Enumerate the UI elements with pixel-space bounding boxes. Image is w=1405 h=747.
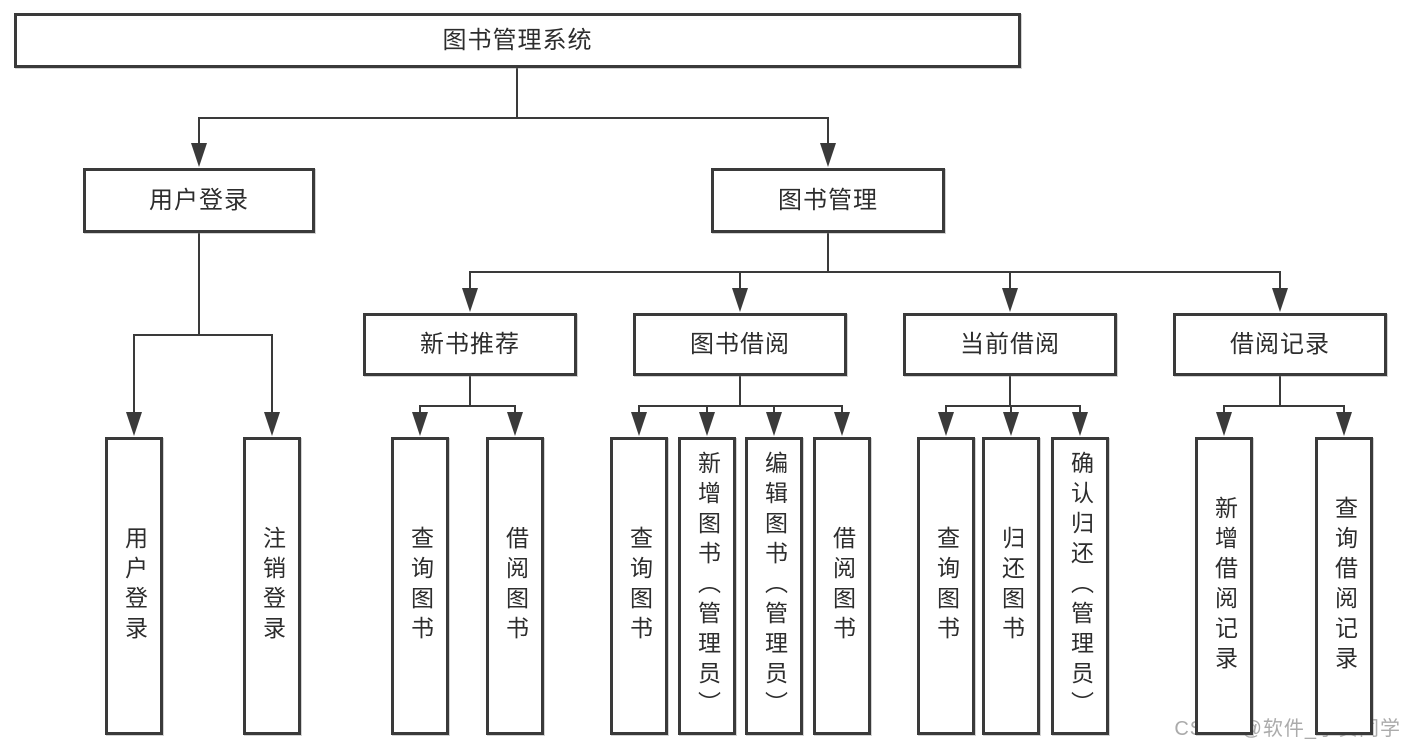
connector-line [945, 405, 1081, 407]
arrow-down-icon [1003, 412, 1019, 436]
arrow-down-icon [732, 288, 748, 312]
arrow-down-icon [631, 412, 647, 436]
node-user-login: 用户登录 [83, 168, 315, 233]
node-user-login-leaf: 用户登录 [105, 437, 163, 735]
node-user-login-leaf-label: 用户登录 [121, 526, 148, 646]
node-query-books-recommend: 查询图书 [391, 437, 449, 735]
node-current-borrowing: 当前借阅 [903, 313, 1117, 376]
connector-line [469, 271, 471, 298]
node-library-system-label: 图书管理系统 [442, 26, 593, 54]
arrow-down-icon [938, 412, 954, 436]
arrow-down-icon [834, 412, 850, 436]
arrow-down-icon [1002, 288, 1018, 312]
connector-line [198, 117, 200, 151]
node-confirm-return-admin: 确认归还（管理员） [1051, 437, 1109, 735]
node-confirm-return-admin-label: 确认归还（管理员） [1067, 451, 1094, 721]
connector-line [516, 67, 518, 119]
node-query-books-current: 查询图书 [917, 437, 975, 735]
connector-line [133, 334, 135, 421]
node-edit-books-admin: 编辑图书（管理员） [745, 437, 803, 735]
node-query-books-current-label: 查询图书 [933, 526, 960, 646]
arrow-down-icon [191, 143, 207, 167]
arrow-down-icon [1072, 412, 1088, 436]
node-logout: 注销登录 [243, 437, 301, 735]
node-book-borrowing-label: 图书借阅 [690, 330, 790, 358]
node-add-borrow-record: 新增借阅记录 [1195, 437, 1253, 735]
connector-line [1223, 405, 1345, 407]
connector-line [469, 271, 1281, 273]
node-edit-books-admin-label: 编辑图书（管理员） [761, 451, 788, 721]
node-add-books-admin-label: 新增图书（管理员） [694, 451, 721, 721]
arrow-down-icon [699, 412, 715, 436]
connector-line [827, 117, 829, 151]
arrow-down-icon [264, 412, 280, 436]
arrow-down-icon [507, 412, 523, 436]
connector-line [133, 334, 273, 336]
connector-line [638, 405, 843, 407]
node-borrow-books-recommend: 借阅图书 [486, 437, 544, 735]
node-borrowing-records: 借阅记录 [1173, 313, 1387, 376]
connector-line [1009, 375, 1011, 407]
connector-line [1279, 375, 1281, 407]
node-borrow-books-borrowing-label: 借阅图书 [829, 526, 856, 646]
node-logout-label: 注销登录 [259, 526, 286, 646]
node-query-books-borrowing-label: 查询图书 [626, 526, 653, 646]
node-current-borrowing-label: 当前借阅 [960, 330, 1060, 358]
node-add-borrow-record-label: 新增借阅记录 [1211, 496, 1238, 676]
arrow-down-icon [412, 412, 428, 436]
connector-line [198, 117, 829, 119]
node-book-management: 图书管理 [711, 168, 945, 233]
node-return-books: 归还图书 [982, 437, 1040, 735]
arrow-down-icon [820, 143, 836, 167]
arrow-down-icon [462, 288, 478, 312]
node-new-book-recommend-label: 新书推荐 [420, 330, 520, 358]
node-book-borrowing: 图书借阅 [633, 313, 847, 376]
connector-line [271, 334, 273, 421]
node-borrow-books-recommend-label: 借阅图书 [502, 526, 529, 646]
node-return-books-label: 归还图书 [998, 526, 1025, 646]
arrow-down-icon [766, 412, 782, 436]
connector-line [1279, 271, 1281, 298]
node-query-books-recommend-label: 查询图书 [407, 526, 434, 646]
node-new-book-recommend: 新书推荐 [363, 313, 577, 376]
connector-line [1009, 271, 1011, 298]
connector-line [739, 271, 741, 298]
connector-line [198, 232, 200, 336]
node-user-login-label: 用户登录 [149, 186, 249, 214]
connector-line [419, 405, 516, 407]
arrow-down-icon [126, 412, 142, 436]
arrow-down-icon [1272, 288, 1288, 312]
node-borrowing-records-label: 借阅记录 [1230, 330, 1330, 358]
connector-line [739, 375, 741, 407]
node-borrow-books-borrowing: 借阅图书 [813, 437, 871, 735]
node-query-borrow-record: 查询借阅记录 [1315, 437, 1373, 735]
arrow-down-icon [1216, 412, 1232, 436]
connector-line [469, 375, 471, 407]
node-add-books-admin: 新增图书（管理员） [678, 437, 736, 735]
connector-line [827, 232, 829, 273]
node-library-system: 图书管理系统 [14, 13, 1021, 68]
node-query-borrow-record-label: 查询借阅记录 [1331, 496, 1358, 676]
node-book-management-label: 图书管理 [778, 186, 878, 214]
node-query-books-borrowing: 查询图书 [610, 437, 668, 735]
arrow-down-icon [1336, 412, 1352, 436]
